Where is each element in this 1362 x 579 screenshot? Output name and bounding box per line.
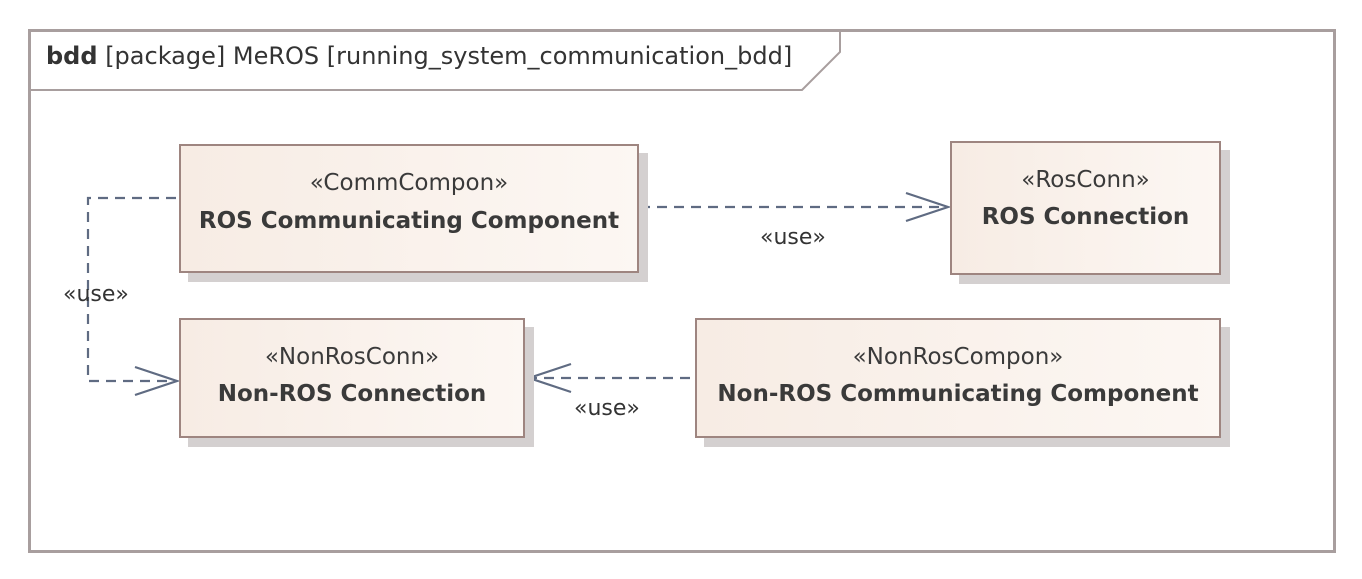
block-name: Non-ROS Connection	[217, 381, 487, 407]
arrowhead-open	[134, 365, 181, 397]
diagram-frame	[28, 29, 1336, 553]
dependency-comm-to-rosconn[interactable]	[640, 191, 952, 223]
block-non-ros-connection[interactable]: «NonRosConn» Non-ROS Connection	[179, 318, 525, 438]
block-name: ROS Connection	[981, 204, 1190, 230]
block-stereotype: «RosConn»	[1021, 167, 1150, 193]
dependency-comm-to-nonrosconn[interactable]	[86, 196, 181, 397]
block-name: Non-ROS Communicating Component	[717, 381, 1199, 407]
edge-label-use: «use»	[760, 225, 826, 250]
block-name: ROS Communicating Component	[198, 208, 620, 234]
edge-label-use: «use»	[574, 396, 640, 421]
edge-label-use: «use»	[63, 282, 129, 307]
arrowhead-open	[525, 362, 572, 394]
arrowhead-open	[905, 191, 952, 223]
frame-title: bdd [package] MeROS [running_system_comm…	[46, 42, 792, 70]
block-ros-connection[interactable]: «RosConn» ROS Connection	[950, 141, 1221, 275]
block-stereotype: «NonRosConn»	[264, 344, 440, 370]
block-non-ros-communicating-component[interactable]: «NonRosCompon» Non-ROS Communicating Com…	[695, 318, 1221, 438]
frame-kind-label: bdd	[46, 42, 98, 70]
frame-name-label: [package] MeROS [running_system_communic…	[105, 42, 793, 70]
dependency-nonroscomp-to-nonrosconn[interactable]	[525, 362, 690, 394]
block-ros-communicating-component[interactable]: «CommCompon» ROS Communicating Component	[179, 144, 639, 273]
block-stereotype: «NonRosCompon»	[852, 344, 1064, 370]
block-stereotype: «CommCompon»	[309, 170, 509, 196]
